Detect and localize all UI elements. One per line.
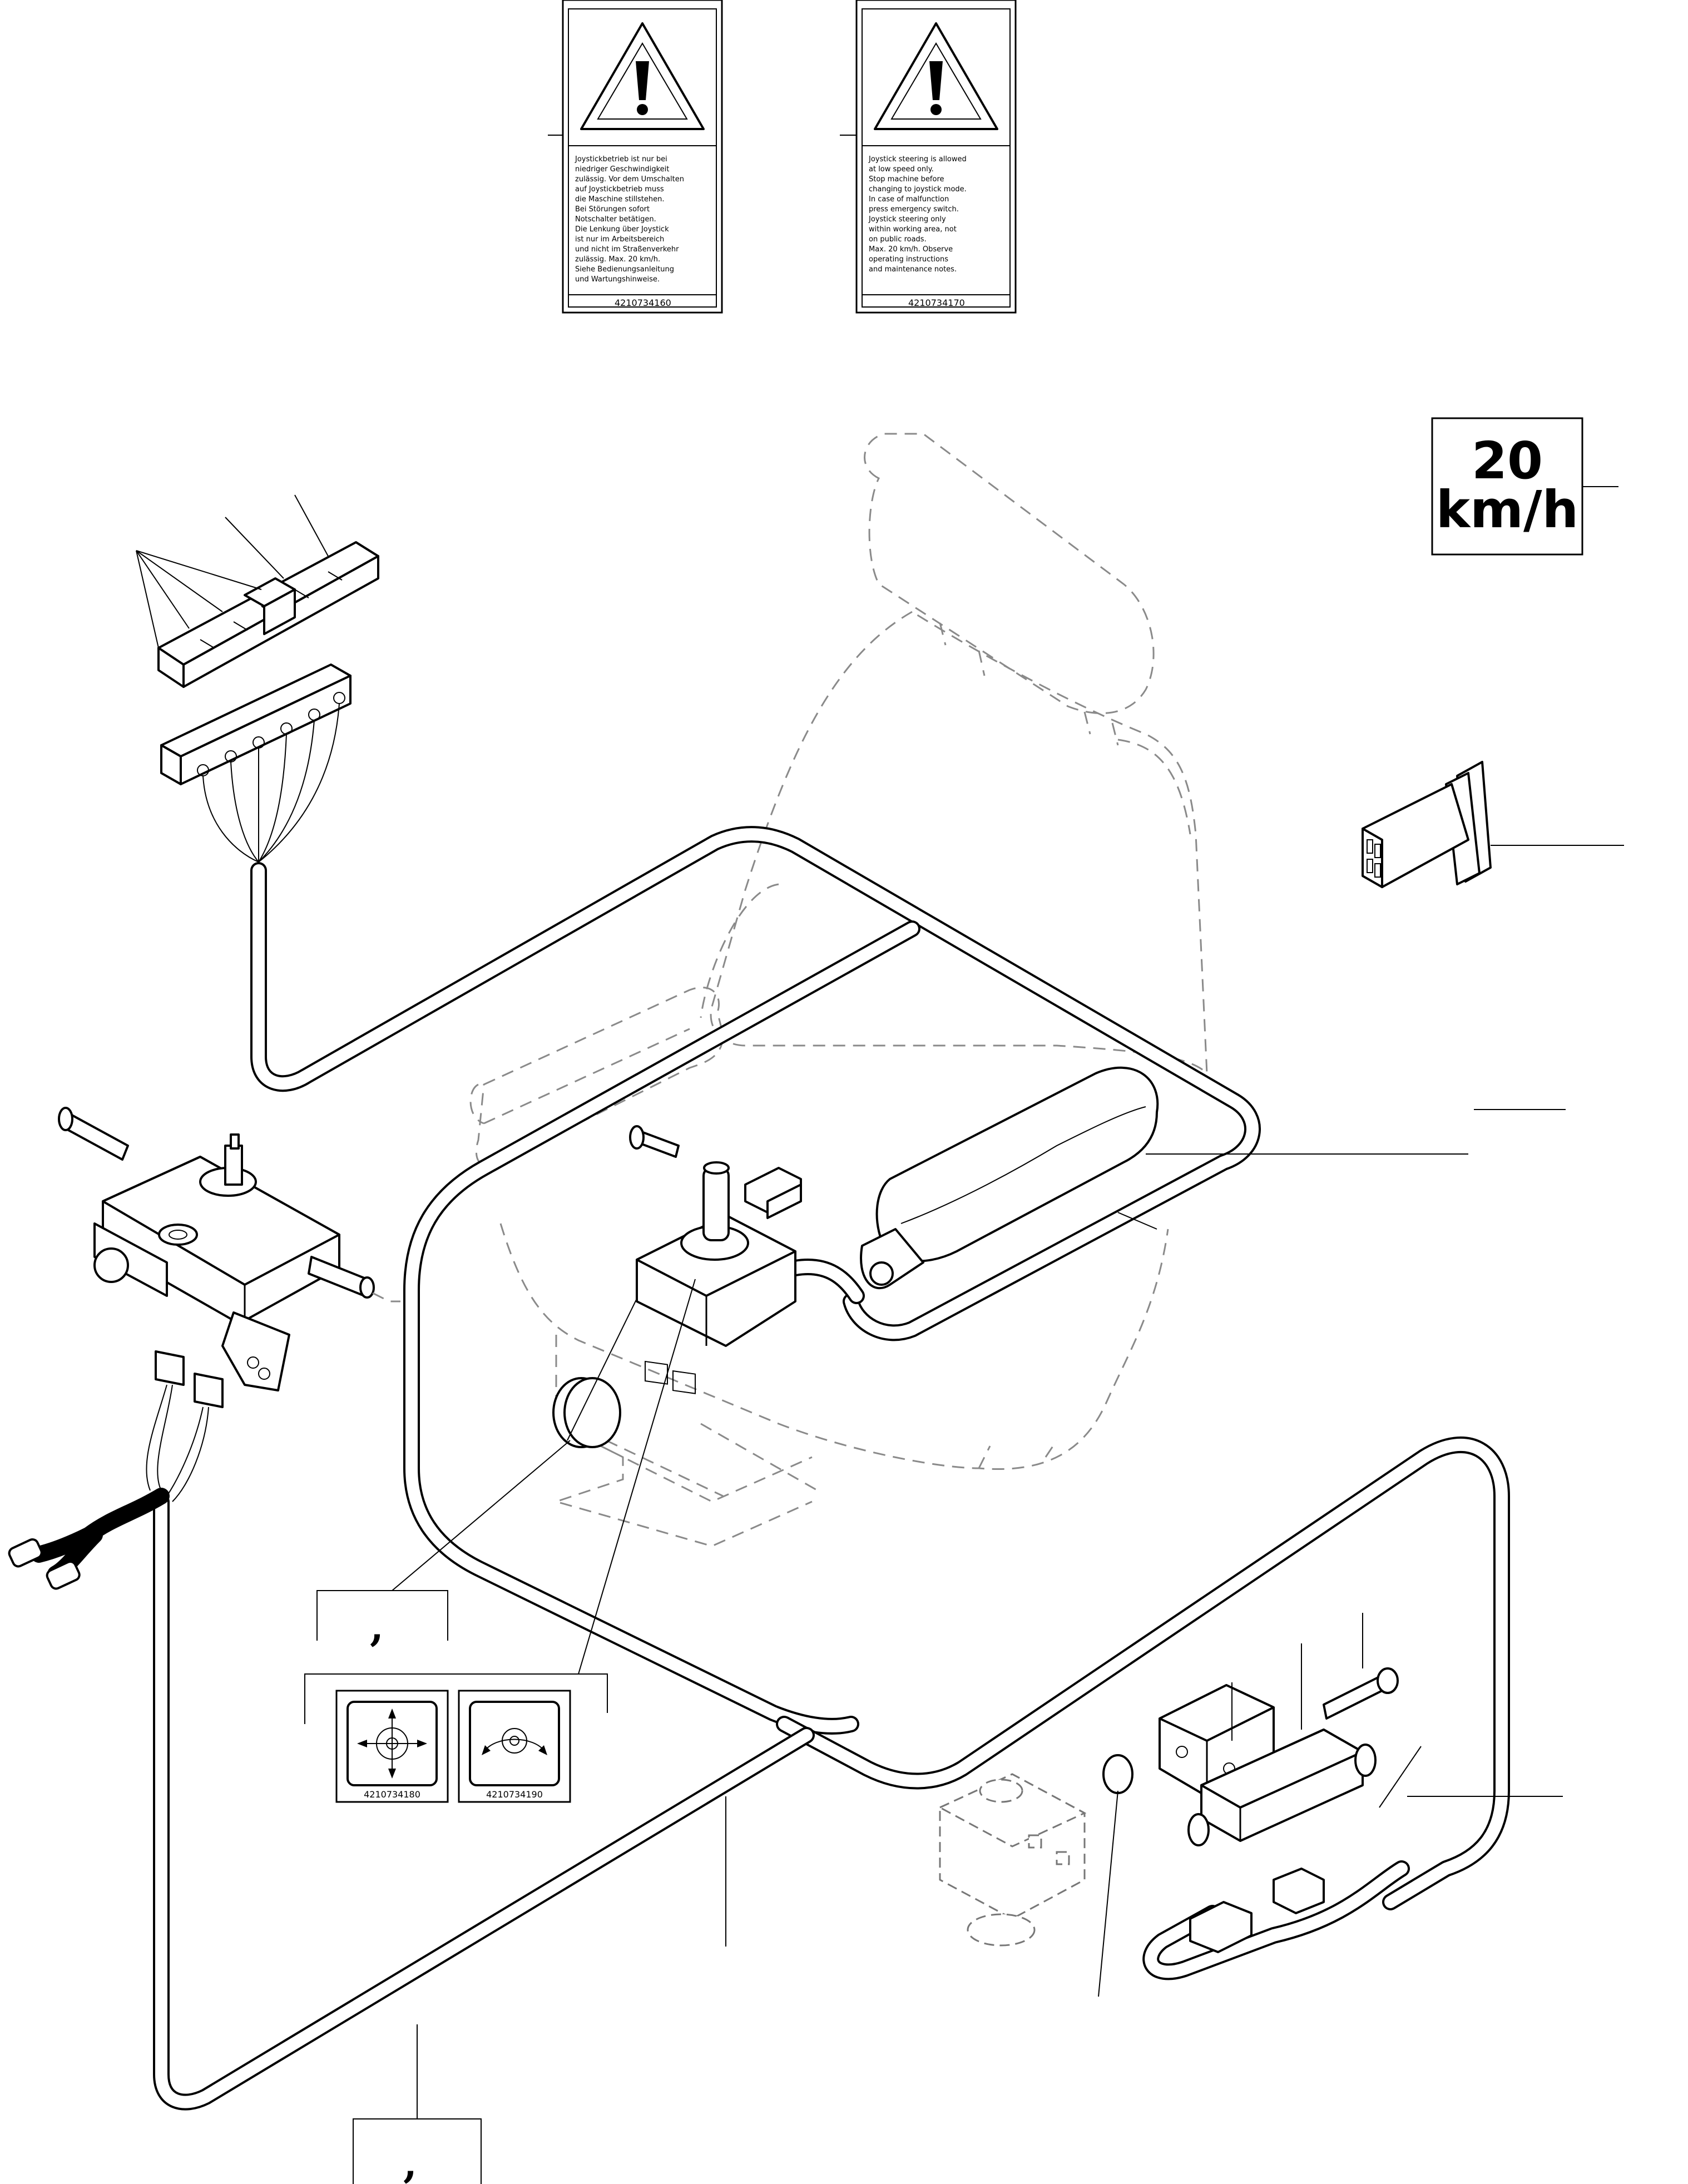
decal-text-line: In case of malfunction bbox=[869, 195, 949, 204]
decal-part-code: 4210734180 bbox=[364, 1789, 420, 1800]
lever-switch-assembly bbox=[8, 1107, 400, 1590]
warning-decal-left: Joystickbetrieb ist nur bei niedriger Ge… bbox=[548, 0, 723, 314]
terminal-connector-upper bbox=[136, 494, 379, 688]
decal-text-line: Max. 20 km/h. Observe bbox=[869, 245, 953, 254]
round-receptacle bbox=[552, 1298, 637, 1448]
decal-text-line: Die Lenkung über Joystick bbox=[575, 225, 669, 234]
decal-text-line: die Maschine stillstehen. bbox=[575, 195, 665, 204]
decal-text-line: Stop machine before bbox=[869, 175, 944, 184]
decal-text-line: Joystick steering only bbox=[868, 215, 946, 224]
callout-comma: , bbox=[403, 2140, 417, 2184]
armrest bbox=[860, 1066, 1566, 1289]
decal-text-line: Bei Störungen sofort bbox=[575, 205, 650, 214]
decal-text-line: Joystickbetrieb ist nur bei bbox=[575, 155, 667, 164]
four-way-joystick-decal: 4210734180 bbox=[335, 1690, 449, 1803]
decal-text-line: changing to joystick mode. bbox=[869, 185, 967, 194]
speed-value: 20 bbox=[1472, 431, 1543, 491]
decal-text-line: zulässig. Vor dem Umschalten bbox=[575, 175, 684, 184]
decal-part-code: 4210734170 bbox=[908, 298, 965, 308]
exclamation-icon bbox=[636, 61, 649, 100]
decal-text-line: und Wartungshinweise. bbox=[575, 275, 660, 284]
decal-text-line: operating instructions bbox=[869, 255, 948, 264]
decal-text-line: and maintenance notes. bbox=[869, 265, 957, 274]
warning-decal-right: Joystick steering is allowed at low spee… bbox=[840, 0, 1017, 314]
callout-comma: , bbox=[370, 1603, 384, 1650]
valve-block-assembly bbox=[1098, 1613, 1563, 1997]
speed-limit-decal: 20 km/h bbox=[1431, 417, 1618, 556]
decal-text-line: press emergency switch. bbox=[869, 205, 959, 214]
decal-text-line: at low speed only. bbox=[869, 165, 934, 174]
decal-text-line: Notschalter betätigen. bbox=[575, 215, 656, 224]
pump-outline bbox=[938, 1773, 1087, 1947]
exclamation-icon bbox=[929, 61, 943, 100]
screw bbox=[629, 1125, 680, 1158]
speed-unit: km/h bbox=[1436, 480, 1578, 539]
decal-text-line: zulässig. Max. 20 km/h. bbox=[575, 255, 660, 264]
decal-text-line: Siehe Bedienungsanleitung bbox=[575, 265, 674, 274]
cable-harness bbox=[153, 826, 1510, 2111]
decal-text-line: niedriger Geschwindigkeit bbox=[575, 165, 669, 174]
decal-text-line: und nicht im Straßenverkehr bbox=[575, 245, 679, 254]
decal-part-code: 4210734160 bbox=[615, 298, 671, 308]
decal-text-line: on public roads. bbox=[869, 235, 927, 244]
leader-lines bbox=[725, 1212, 1157, 1947]
decal-part-code: 4210734190 bbox=[486, 1789, 543, 1800]
decal-text-line: Joystick steering is allowed bbox=[868, 155, 967, 164]
decal-text-line: within working area, not bbox=[869, 225, 957, 234]
terminal-connector-lower bbox=[160, 663, 352, 863]
callout-bracket-bottom: , bbox=[353, 2024, 482, 2184]
rocker-switch bbox=[1362, 761, 1624, 888]
joystick-control-unit bbox=[636, 1161, 802, 1394]
decal-text-line: ist nur im Arbeitsbereich bbox=[575, 235, 664, 244]
callout-bracket-left: , bbox=[304, 1279, 696, 1724]
two-way-joystick-decal: 4210734190 bbox=[458, 1690, 571, 1803]
decal-text-line: auf Joystickbetrieb muss bbox=[575, 185, 664, 194]
